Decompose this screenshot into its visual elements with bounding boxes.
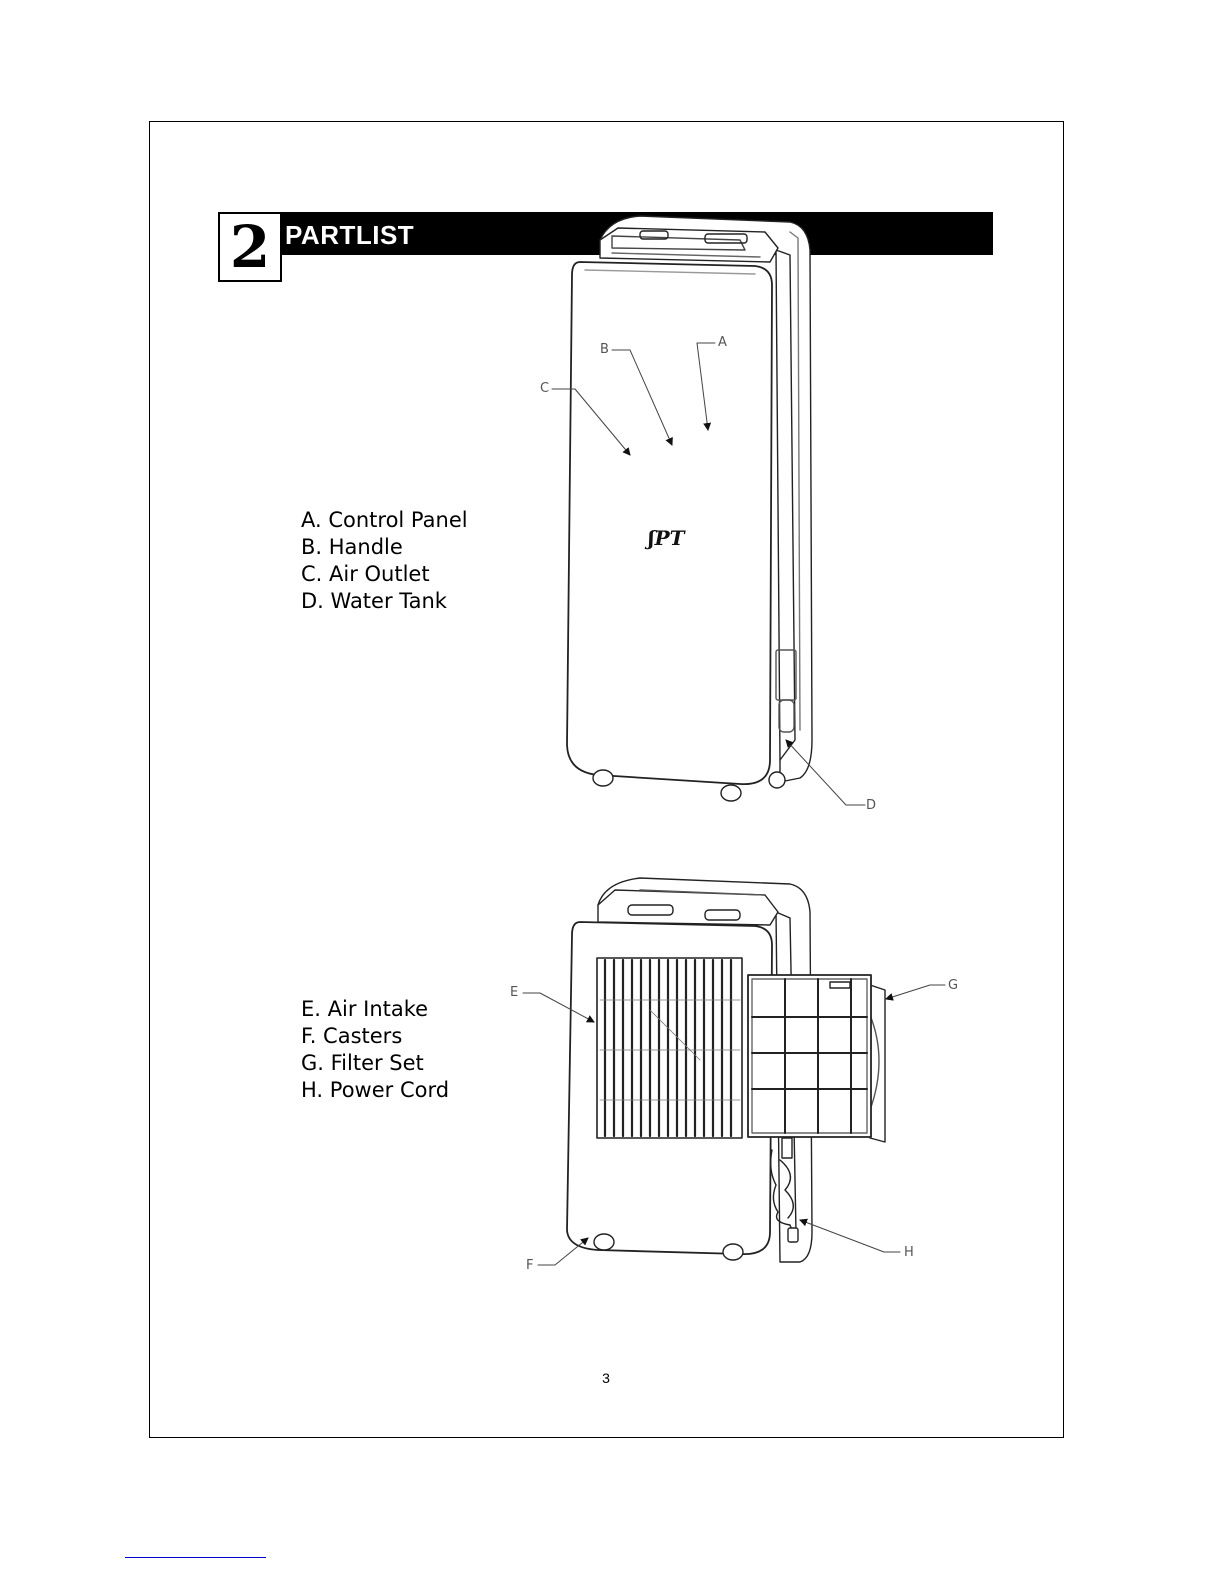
callout-a: A (718, 336, 727, 350)
footer-rule (125, 1557, 266, 1558)
callout-f: F (526, 1259, 533, 1273)
page-number: 3 (596, 1370, 616, 1386)
callout-e: E (510, 986, 518, 1000)
callout-g: G (948, 979, 958, 993)
callout-b: B (600, 343, 609, 357)
front-view-unit (567, 216, 812, 801)
brand-logo: ʃPT (644, 526, 687, 550)
callout-h: H (904, 1246, 914, 1260)
filter-set (748, 975, 885, 1142)
callout-d: D (866, 799, 876, 813)
callout-c: C (540, 382, 549, 396)
